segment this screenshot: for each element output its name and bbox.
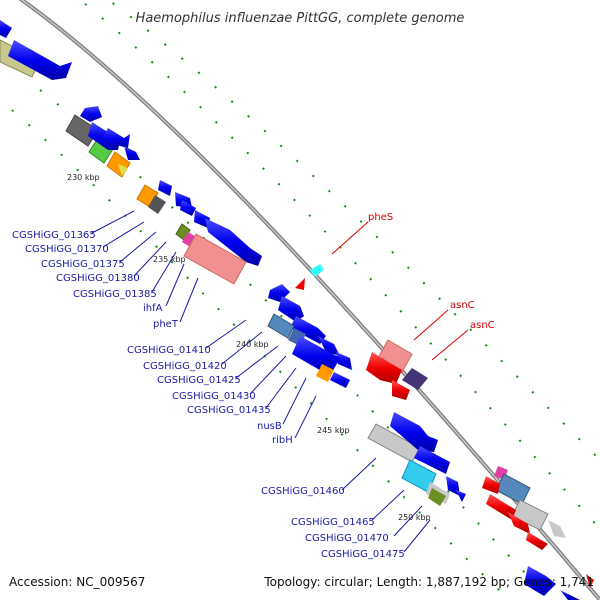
- gene-feature: [65, 114, 99, 147]
- gene-feature: [194, 210, 210, 228]
- gene-feature: [486, 494, 516, 520]
- gene-feature: [482, 476, 500, 494]
- gene-label: CGSHiGG_01435: [187, 405, 271, 416]
- tick-label: 235 kbp: [153, 255, 186, 264]
- gene-label: CGSHiGG_01460: [261, 486, 345, 497]
- feature-block-245: [367, 412, 466, 506]
- gene-feature: [526, 532, 548, 550]
- gene-feature: [295, 278, 305, 290]
- gene-label: CGSHiGG_01430: [172, 391, 256, 402]
- gene-label: CGSHiGG_01370: [25, 244, 109, 255]
- gene-label: CGSHiGG_01385: [73, 289, 157, 300]
- gene-feature: [310, 264, 324, 277]
- gene-feature: [318, 336, 340, 356]
- label-leader-lines: [91, 210, 431, 553]
- gene-feature: [148, 195, 166, 214]
- accession-text: Accession: NC_009567: [9, 575, 145, 589]
- gene-feature: [428, 488, 446, 506]
- gene-feature: [456, 490, 466, 502]
- gene-feature: [377, 339, 413, 373]
- gene-feature: [205, 218, 262, 266]
- tick-label: 240 kbp: [236, 340, 269, 349]
- map-title: Haemophilus influenzae PittGG, complete …: [136, 11, 465, 26]
- gene-label: CGSHiGG_01375: [41, 259, 125, 270]
- feature-block-top: [0, 20, 72, 80]
- gene-label: CGSHiGG_01380: [56, 273, 140, 284]
- gene-feature: [548, 520, 566, 538]
- topology-text: Topology: circular; Length: 1,887,192 bp…: [263, 575, 594, 589]
- gene-feature: [508, 512, 530, 534]
- gene-feature: [278, 296, 304, 322]
- feature-block-250: [482, 466, 594, 600]
- gene-label: asnC: [450, 300, 475, 311]
- gene-label: CGSHiGG_01410: [127, 345, 211, 356]
- gene-feature: [292, 336, 340, 376]
- gene-feature: [80, 106, 102, 122]
- gene-feature: [390, 412, 438, 452]
- gene-feature: [560, 590, 580, 600]
- gene-feature: [267, 313, 295, 339]
- label-leader-lines-red: [331, 221, 469, 361]
- feature-block-230: [65, 106, 140, 178]
- gene-label: nusB: [257, 421, 282, 432]
- gene-feature: [183, 233, 247, 285]
- gene-label: CGSHiGG_01365: [12, 230, 96, 241]
- gene-label: CGSHiGG_01470: [305, 533, 389, 544]
- gene-feature: [366, 352, 402, 384]
- gene-feature: [336, 352, 352, 370]
- gene-feature: [330, 372, 350, 388]
- rna-gene-labels: pheS asnC asnC: [368, 212, 495, 331]
- gene-label: CGSHiGG_01465: [291, 517, 375, 528]
- gene-label: CGSHiGG_01475: [321, 549, 405, 560]
- gene-feature: [0, 20, 12, 38]
- gene-feature: [316, 364, 334, 382]
- gene-feature: [586, 574, 594, 588]
- feature-block-235: [136, 180, 324, 290]
- tick-label: 245 kbp: [317, 426, 350, 435]
- gene-feature: [402, 368, 428, 390]
- feature-block-240: [267, 284, 352, 388]
- gene-feature: [290, 316, 326, 344]
- tick-label: 230 kbp: [67, 173, 100, 182]
- gene-feature: [124, 146, 140, 160]
- gene-label: ihfA: [143, 303, 163, 314]
- gene-feature: [118, 164, 128, 176]
- gene-labels: CGSHiGG_01365 CGSHiGG_01370 CGSHiGG_0137…: [12, 230, 405, 560]
- gene-feature: [392, 380, 410, 400]
- gene-label: pheS: [368, 212, 393, 223]
- gene-feature: [414, 446, 450, 474]
- gene-feature: [524, 566, 556, 596]
- feature-block-asnc: [366, 339, 428, 400]
- gene-label: asnC: [470, 320, 495, 331]
- gene-feature: [158, 180, 172, 196]
- gene-label: CGSHiGG_01425: [157, 375, 241, 386]
- gene-feature: [8, 40, 72, 80]
- gene-feature: [102, 128, 130, 148]
- gene-label: CGSHiGG_01420: [143, 361, 227, 372]
- tick-label: 250 kbp: [398, 513, 431, 522]
- gene-label: ribH: [272, 435, 293, 446]
- gene-feature: [180, 200, 196, 216]
- kbp-ticks: 230 kbp 235 kbp 240 kbp 245 kbp 250 kbp: [67, 173, 431, 522]
- gene-label: pheT: [153, 319, 179, 330]
